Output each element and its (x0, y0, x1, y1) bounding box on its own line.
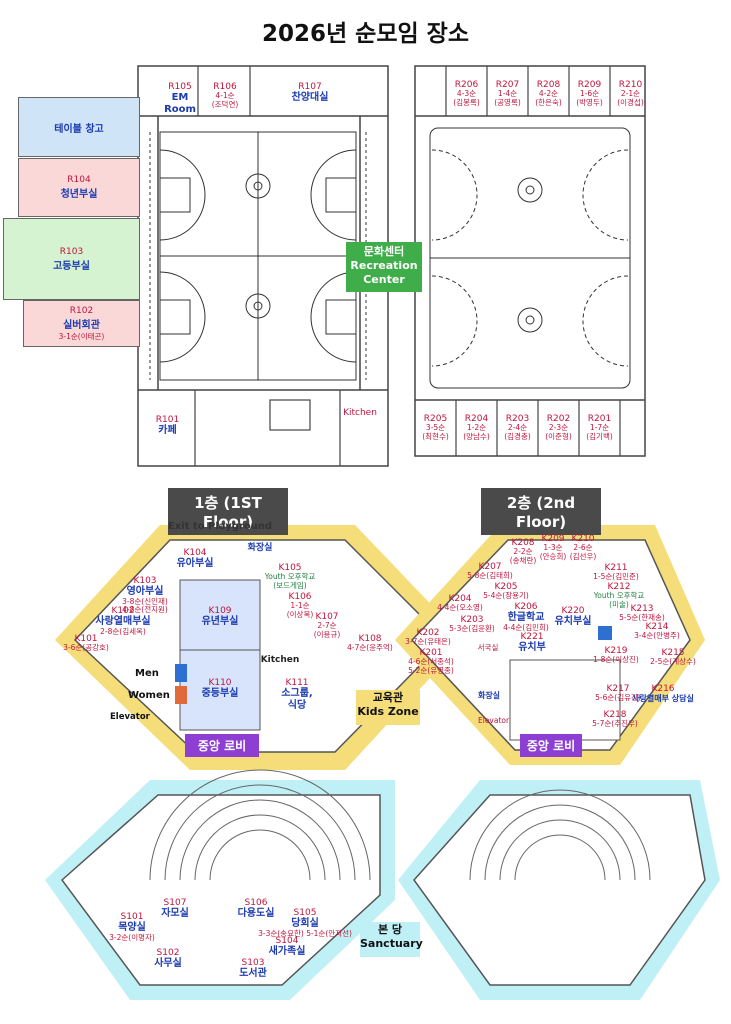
room-r104: R104 청년부실 (18, 158, 140, 217)
restroom-1f: 화장실 (247, 543, 273, 553)
elevator-1f: Elevator (110, 712, 150, 722)
exit-to-playground: Exit to Playground (167, 521, 273, 532)
kitchen-1f: Kitchen (260, 655, 300, 665)
women-icon (175, 686, 187, 704)
men-icon (175, 664, 187, 682)
central-lobby-2f: 중앙 로비 (520, 734, 582, 757)
restroom-2f-icon (598, 626, 612, 640)
central-lobby-1f: 중앙 로비 (185, 734, 259, 757)
floor2-label: 2층 (2nd Floor) (481, 488, 601, 535)
page-title: 2026년 순모임 장소 (262, 21, 469, 47)
men-restroom: Men (135, 668, 159, 679)
elevator-2f: Elevator (478, 716, 510, 725)
seoguk-room: 서국실 (477, 643, 499, 652)
kitchen-label: Kitchen (343, 408, 377, 418)
recreation-center-badge: 문화센터 Recreation Center (346, 242, 422, 292)
women-restroom: Women (128, 690, 170, 701)
restroom-2f: 화장실 (477, 691, 501, 700)
table-storage: 테이블 창고 (18, 97, 140, 157)
floor1-label: 1층 (1ST Floor) (168, 488, 288, 535)
room-r102: R102 실버회관 3-1순(이태곤) (23, 300, 140, 347)
room-r103: R103 고등부실 (3, 218, 140, 300)
